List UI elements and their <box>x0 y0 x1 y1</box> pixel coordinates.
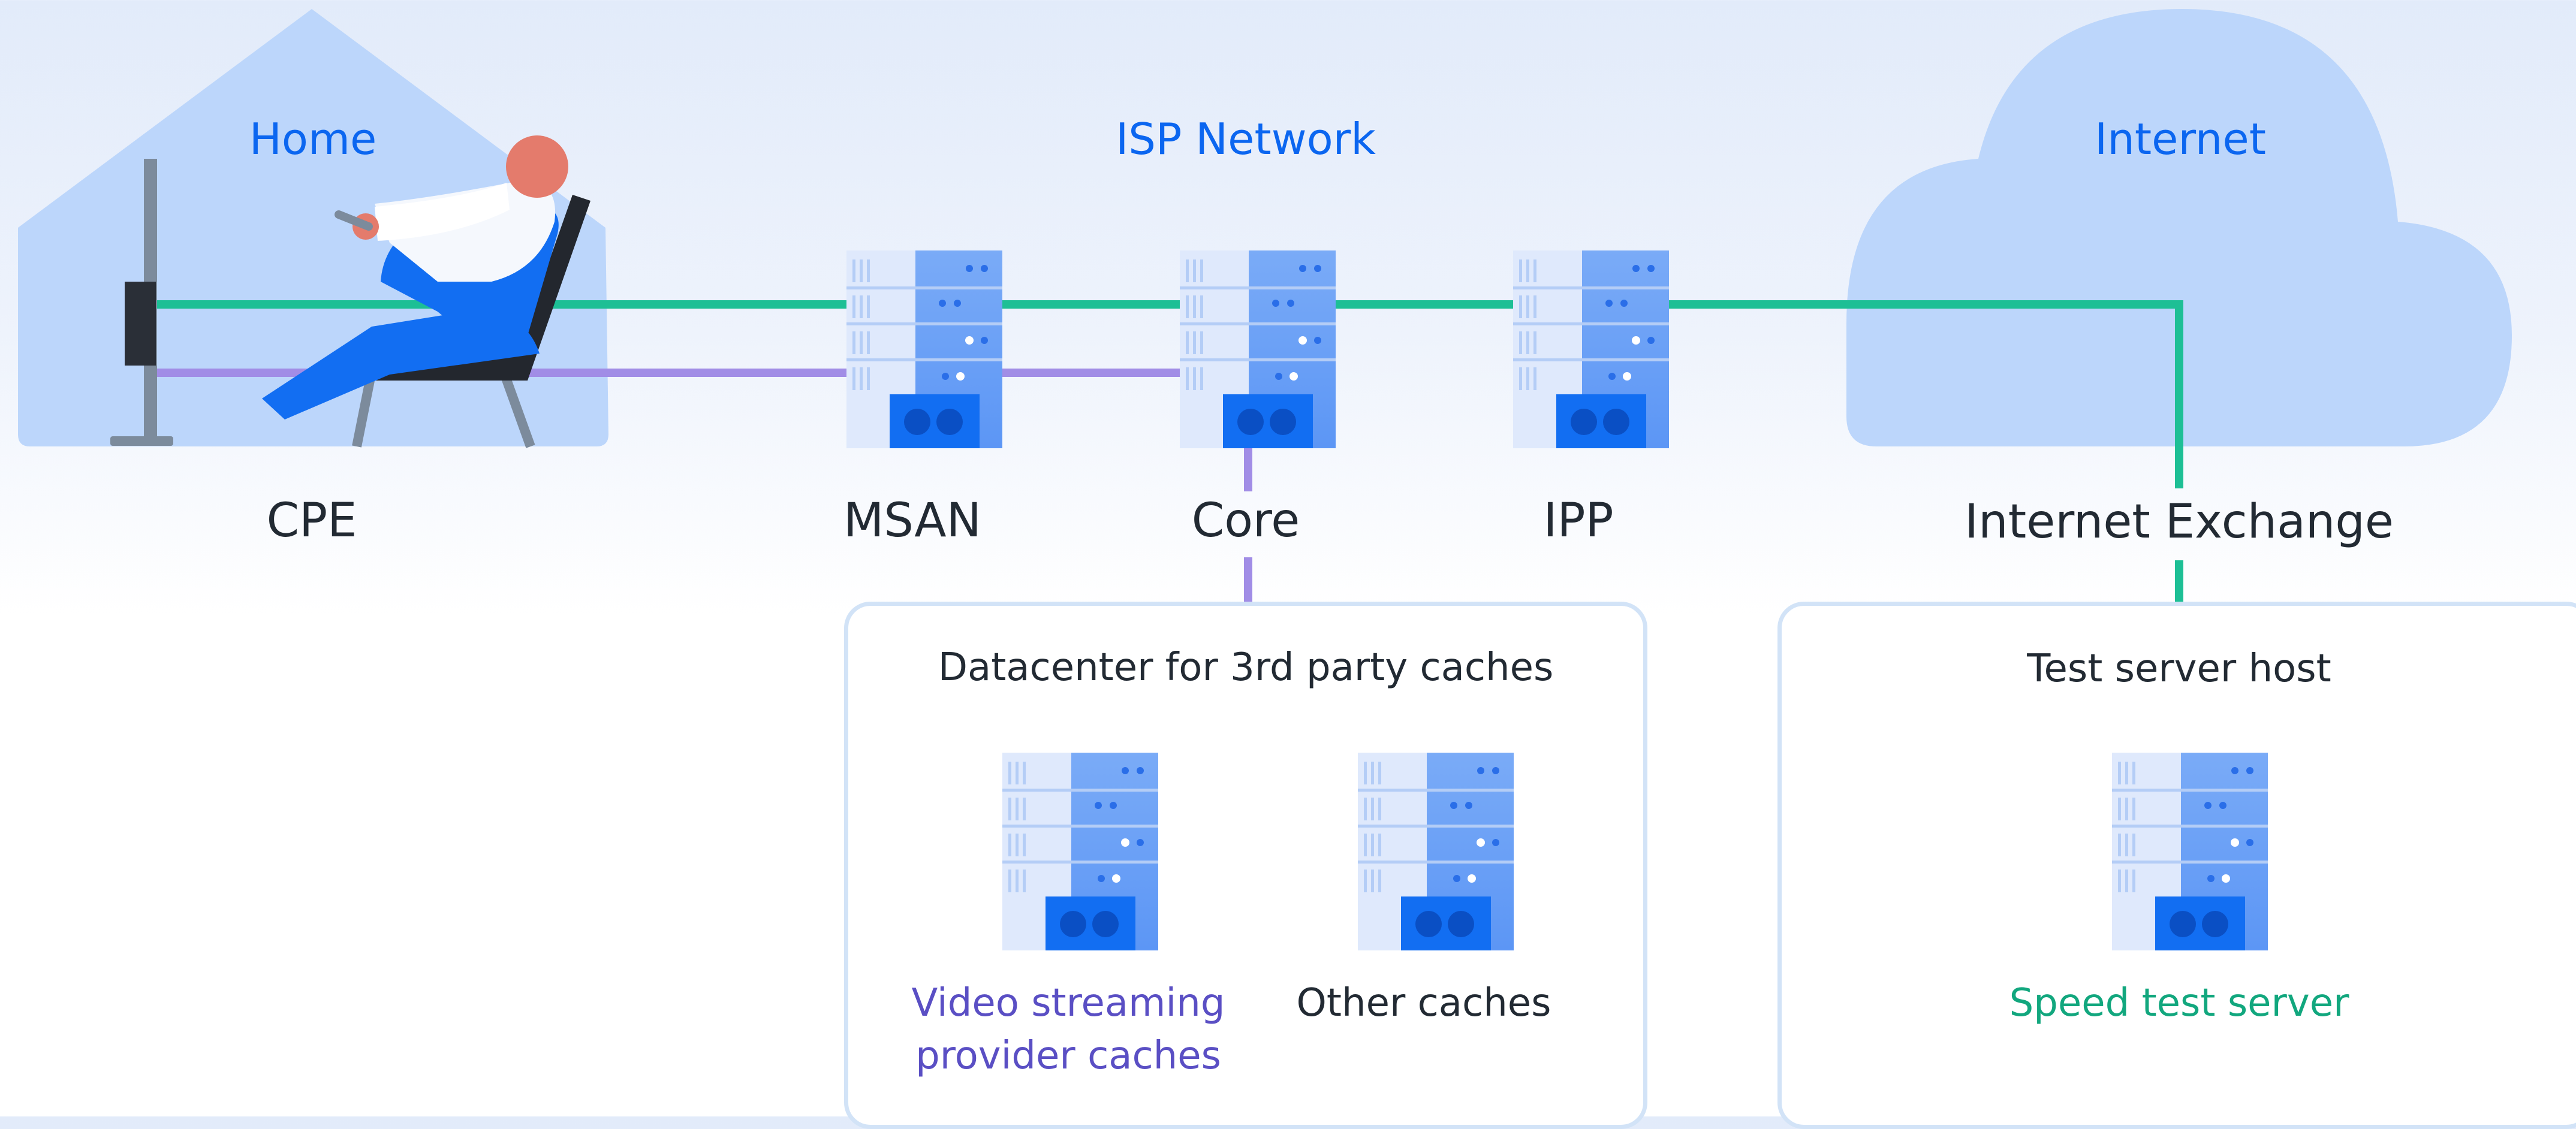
msan-label: MSAN <box>843 494 981 548</box>
video-caches-label-line1: Video streaming <box>911 981 1225 1025</box>
home-zone-label: Home <box>249 114 377 164</box>
ipp-server-icon <box>1513 250 1669 448</box>
isp-network-zone-label: ISP Network <box>1116 114 1376 164</box>
other-caches-label: Other caches <box>1296 981 1551 1025</box>
internet-cloud-shape <box>1846 9 2512 446</box>
internet-zone-label: Internet <box>2095 114 2266 164</box>
video-cache-server-icon <box>1002 753 1158 950</box>
tv-icon <box>110 159 173 446</box>
msan-server-icon <box>846 250 1002 448</box>
internet-exchange-label: Internet Exchange <box>1965 495 2394 549</box>
core-label: Core <box>1191 494 1300 548</box>
video-caches-label-line2: provider caches <box>915 1034 1221 1078</box>
speed-test-server-label: Speed test server <box>2009 981 2349 1025</box>
person-icon <box>262 135 590 448</box>
datacenter-label: Datacenter for 3rd party caches <box>938 645 1554 690</box>
core-server-icon <box>1180 250 1336 448</box>
cpe-label: CPE <box>266 494 357 548</box>
other-cache-server-icon <box>1358 753 1514 950</box>
ipp-label: IPP <box>1543 494 1614 548</box>
test-server-host-label: Test server host <box>2027 647 2331 691</box>
speed-test-server-icon <box>2112 753 2268 950</box>
